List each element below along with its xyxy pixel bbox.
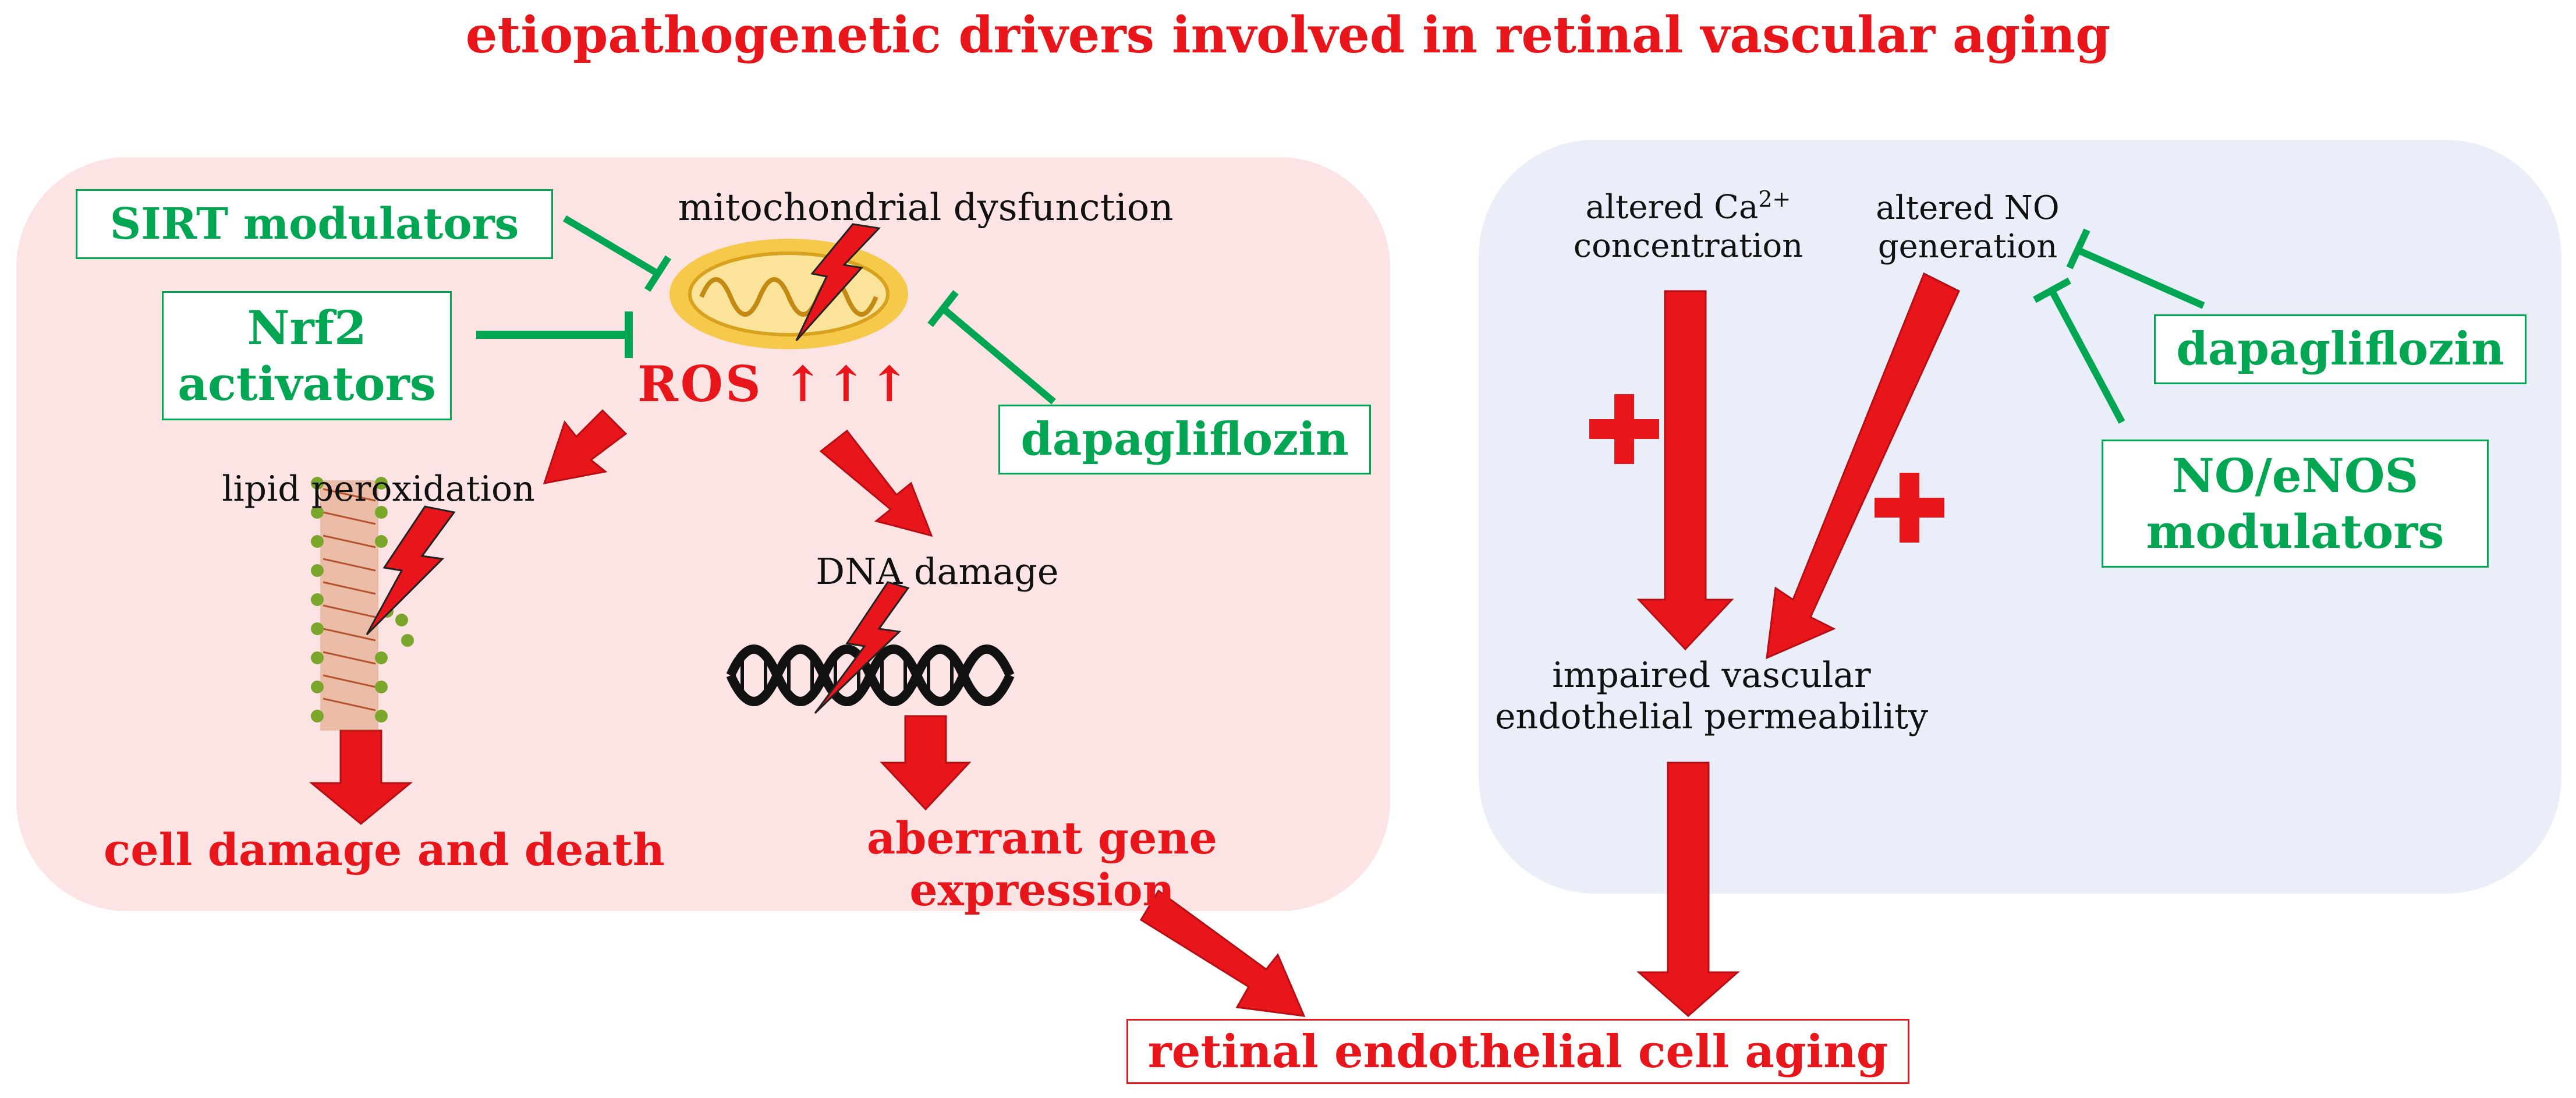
ca-superscript: 2+ [1758,186,1791,212]
inhibitor-nrf2-icon [476,311,633,358]
arrow-ros-to-dna [819,429,933,537]
nrf2-activators-box: Nrf2 activators [162,291,452,420]
altered-no-line2: generation [1877,228,2058,266]
altered-ca-label: altered Ca2+ concentration [1537,186,1840,265]
noenos-line2: modulators [2146,504,2444,559]
nrf2-line1: Nrf2 [247,300,367,355]
lightning-dna-icon [814,581,910,714]
ros-label: ROS ↑↑↑ [637,355,913,413]
inhibitor-sirt-icon [562,215,672,292]
diagram-title: etiopathogenetic drivers involved in ret… [465,6,2111,65]
retinal-endothelial-aging-label: retinal endothelial cell aging [1147,1025,1888,1078]
altered-ca-line1: altered Ca [1585,188,1759,226]
dapagliflozin-right-box: dapagliflozin [2154,314,2527,384]
dna-helix-icon [726,644,1015,706]
retinal-endothelial-aging-box: retinal endothelial cell aging [1126,1019,1909,1084]
lipid-peroxidation-label: lipid peroxidation [222,469,535,509]
arrow-permeability-to-output [1636,761,1740,1018]
arrow-lipid-to-cell [309,729,413,825]
dapagliflozin-right-label: dapagliflozin [2176,323,2504,376]
impaired-permeability-label: impaired vascular endothelial permeabili… [1473,655,1950,738]
mitochondrial-dysfunction-label: mitochondrial dysfunction [678,186,1174,229]
aberrant-gene-expression-label: aberrant gene expression [867,812,1217,916]
dapagliflozin-left-box: dapagliflozin [998,405,1371,474]
noenos-modulators-box: NO/eNOS modulators [2102,440,2489,568]
arrow-ca-to-permeability [1636,290,1734,651]
nrf2-line2: activators [178,356,436,411]
lightning-mito-icon [795,223,881,342]
sirt-modulators-label: SIRT modulators [109,199,519,249]
permeability-line2: endothelial permeability [1494,696,1929,737]
lipid-membrane-icon [311,477,414,731]
plus-icons [1589,394,1944,543]
arrow-gene-to-output [1139,889,1306,1017]
inhibitor-dapagliflozin-right-icon [2066,228,2205,309]
sirt-modulators-box: SIRT modulators [76,189,553,259]
altered-no-label: altered NO generation [1834,189,2102,266]
arrow-no-to-permeability [1766,272,1960,660]
cell-damage-label: cell damage and death [103,824,665,876]
permeability-line1: impaired vascular [1552,655,1871,696]
altered-no-line1: altered NO [1876,189,2060,227]
noenos-line1: NO/eNOS [2171,448,2419,503]
dapagliflozin-left-label: dapagliflozin [1021,413,1349,466]
arrow-dna-to-gene [880,715,972,811]
lightning-lipid-icon [366,505,456,636]
altered-ca-line2: concentration [1573,226,1803,265]
arrow-ros-to-lipid [543,409,628,484]
inhibitor-dapagliflozin-left-icon [927,290,1056,405]
dna-damage-label: DNA damage [816,550,1059,593]
mitochondrion-icon [669,239,908,349]
inhibitor-noenos-icon [2033,277,2125,424]
